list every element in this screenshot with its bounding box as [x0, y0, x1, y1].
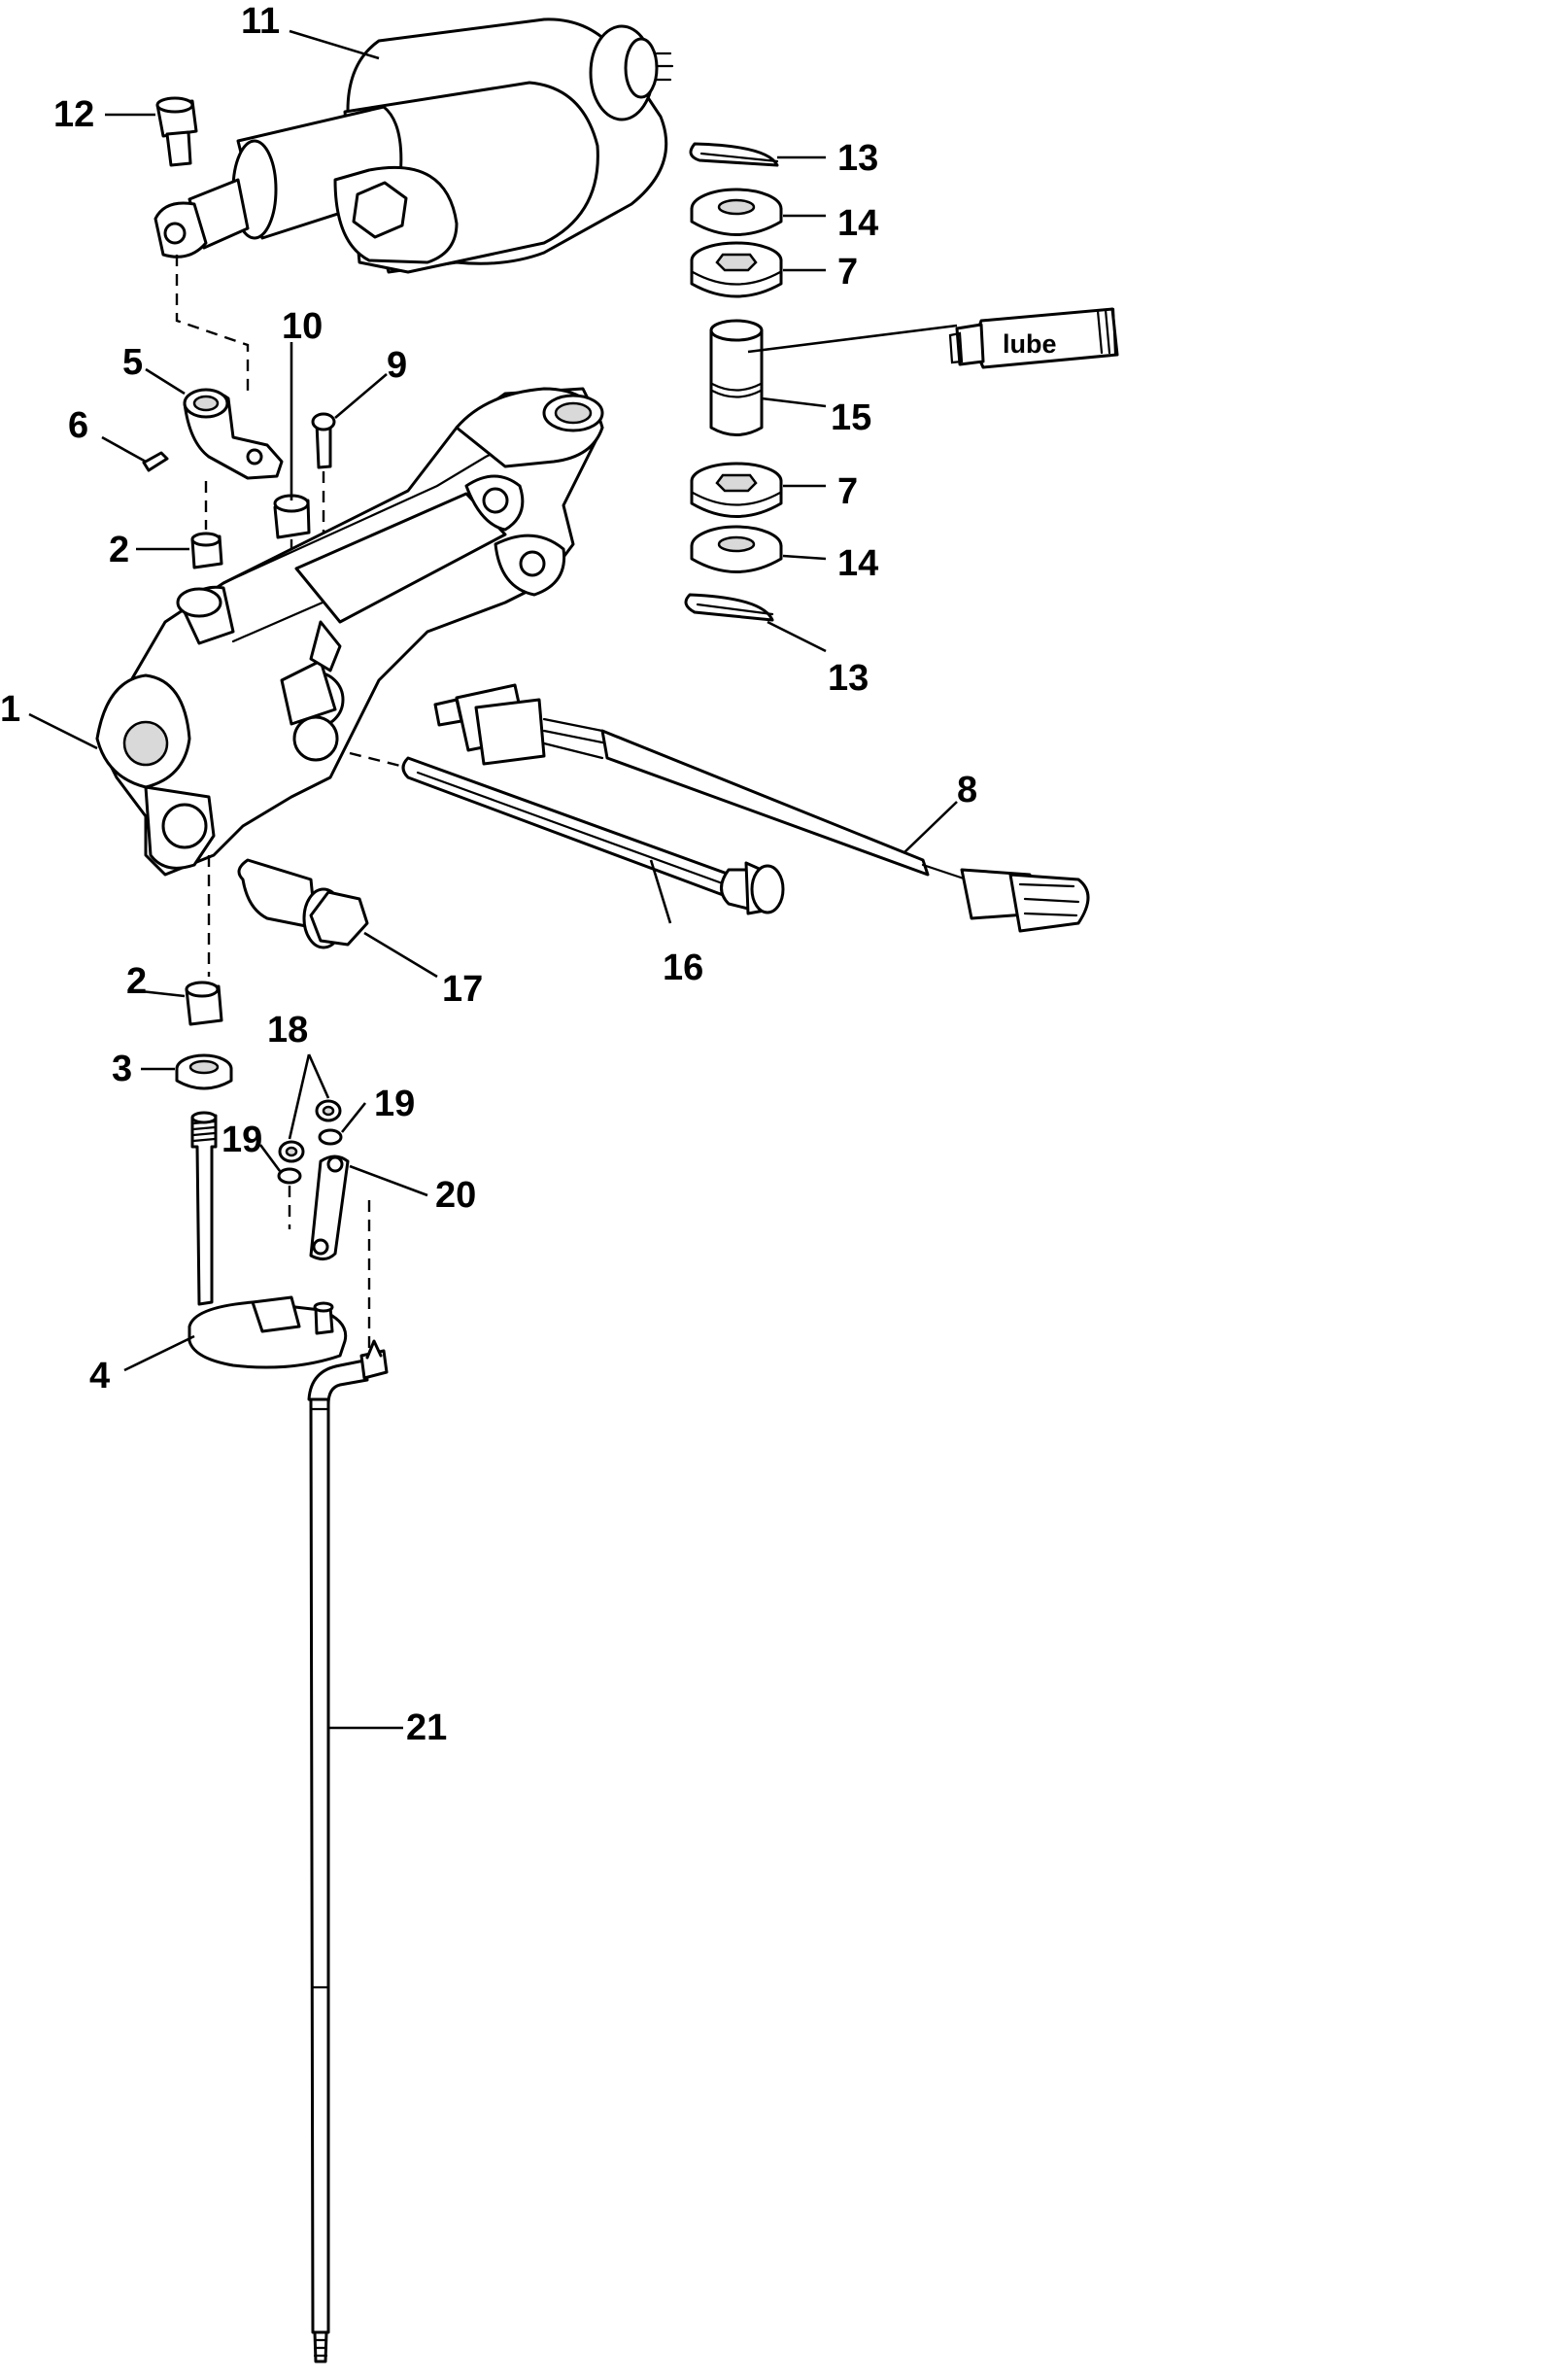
washer-part-19-right: [318, 1128, 343, 1146]
callout-9: 9: [387, 345, 407, 386]
callout-2-upper: 2: [109, 530, 129, 570]
callout-7-upper: 7: [837, 252, 858, 293]
callout-2-lower: 2: [126, 961, 147, 1002]
callout-11: 11: [241, 1, 280, 42]
callout-8: 8: [957, 770, 977, 810]
bushing-part-7-upper: [690, 241, 783, 298]
callout-3: 3: [112, 1049, 132, 1089]
callout-16: 16: [663, 948, 703, 988]
leader-lines: [28, 29, 958, 1730]
trim-sender-part-8: [433, 683, 1090, 933]
callout-4: 4: [89, 1356, 110, 1396]
link-rod-part-20: [309, 1155, 350, 1260]
callout-14-lower: 14: [837, 543, 878, 584]
bushing-part-10: [273, 494, 311, 539]
cotter-pin-part-13-lower: [684, 593, 774, 622]
callout-17: 17: [442, 969, 483, 1010]
callout-18: 18: [267, 1010, 308, 1051]
bushing-part-2-upper: [190, 532, 223, 569]
trim-cylinder-part-11: [153, 17, 674, 274]
pivot-arm-part-5: [183, 388, 284, 480]
roll-pin-part-6: [142, 451, 169, 472]
callout-13-upper: 13: [837, 138, 878, 179]
callout-7-lower: 7: [837, 471, 858, 512]
callout-10: 10: [282, 306, 323, 347]
callout-15: 15: [831, 397, 871, 438]
bolt-part-17: [237, 858, 369, 949]
callout-14-upper: 14: [837, 203, 878, 244]
nut-part-18-right: [315, 1099, 342, 1122]
screw-part-9: [311, 412, 336, 469]
bushing-part-2-lower: [185, 981, 223, 1026]
callout-19-left: 19: [222, 1120, 262, 1160]
callout-1: 1: [0, 689, 20, 730]
nut-part-18-left: [278, 1140, 305, 1163]
shift-shaft-part-21: [307, 1339, 389, 2363]
bushing-part-7-lower: [690, 462, 783, 518]
pin-part-12: [155, 96, 198, 167]
callout-12: 12: [53, 94, 94, 135]
swivel-bracket-part-1: [95, 387, 604, 877]
lube-label: lube: [1003, 329, 1057, 359]
callout-19-right: 19: [374, 1084, 415, 1124]
seal-part-3: [175, 1053, 233, 1090]
lube-tube-icon: lube: [948, 307, 1119, 369]
callout-6: 6: [68, 405, 88, 446]
callout-20: 20: [435, 1175, 476, 1216]
callout-labels: 11 12 13 14 7 15 7 14 13 5 10 9 6 2 1 8 …: [0, 1, 977, 1748]
callout-5: 5: [122, 342, 143, 383]
steering-arm-part-4: [187, 1111, 348, 1369]
washer-part-19-left: [277, 1167, 302, 1185]
bolt-part-16: [401, 756, 785, 915]
pin-part-15: [709, 319, 764, 436]
cotter-pin-part-13-upper: [689, 142, 779, 167]
callout-21: 21: [406, 1707, 447, 1748]
callout-13-lower: 13: [828, 658, 869, 699]
washer-part-14-lower: [690, 525, 783, 573]
washer-part-14-upper: [690, 188, 783, 236]
